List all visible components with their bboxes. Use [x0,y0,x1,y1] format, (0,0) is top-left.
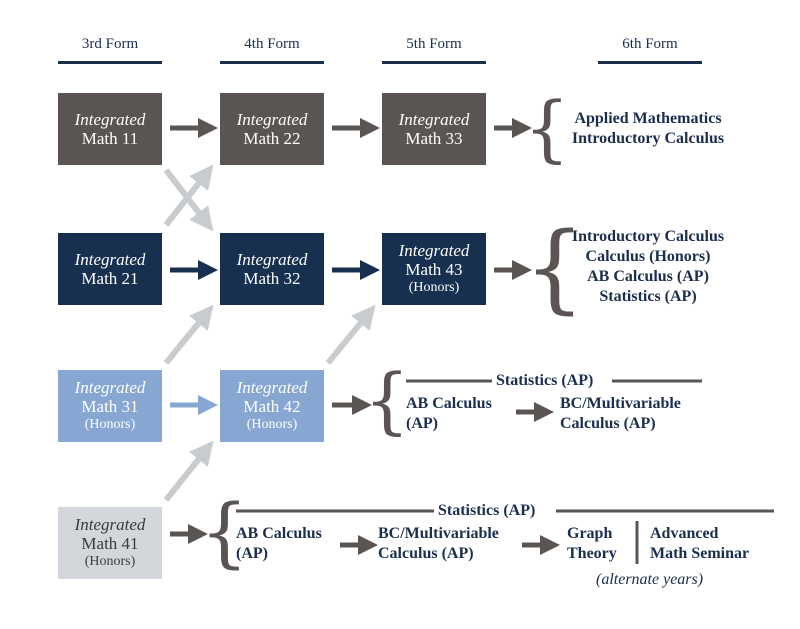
cross-21-22 [163,164,214,227]
course-label: Integrated [236,250,308,269]
course-number: Math 21 [81,269,139,288]
sixth-form-options-row1: Applied Mathematics Introductory Calculu… [556,109,740,149]
header-4th-form: 4th Form [244,36,300,52]
honors-label: (Honors) [408,280,460,295]
course-label: Integrated [74,515,146,534]
course-integrated-math-43: Integrated Math 43 (Honors) [382,233,486,305]
header-6th-form: 6th Form [622,36,678,52]
header-5th-form: 5th Form [406,36,462,52]
course-label: Integrated [398,241,470,260]
course-label: Integrated [236,110,308,129]
row3-statistics: Statistics (AP) [496,372,594,389]
row3-ab-line2: (AP) [406,415,438,432]
header-underline [598,61,702,64]
course-number: Math 33 [405,129,463,148]
course-label: Integrated [74,110,146,129]
course-integrated-math-41: Integrated Math 41 (Honors) [58,507,162,579]
sixth-form-options-row2: Introductory Calculus Calculus (Honors) … [556,227,740,307]
course-number: Math 22 [243,129,301,148]
honors-label: (Honors) [246,417,298,432]
row4-ab-line1: AB Calculus [236,525,322,542]
option-calculus-honors: Calculus (Honors) [585,248,711,265]
brace-row2: { [524,212,586,324]
course-label: Integrated [74,250,146,269]
course-integrated-math-32: Integrated Math 32 [220,233,324,305]
header-underline [58,61,162,64]
adv-line1: Advanced [650,525,719,542]
row3-bc-line1: BC/Multivariable [560,395,681,412]
header-underline [220,61,324,64]
row4-advanced-math-seminar: Advanced Math Seminar [650,524,749,564]
option-ab-calculus-ap: AB Calculus (AP) [587,268,709,285]
course-number: Math 11 [81,129,139,148]
header-3rd-form: 3rd Form [81,36,139,52]
course-label: Integrated [236,378,308,397]
graph-line2: Theory [567,545,617,562]
row4-bc-line2: Calculus (AP) [378,545,474,562]
course-integrated-math-31: Integrated Math 31 (Honors) [58,370,162,442]
brace-row4: { [200,487,249,576]
course-number: Math 42 [243,397,301,416]
course-integrated-math-42: Integrated Math 42 (Honors) [220,370,324,442]
course-integrated-math-21: Integrated Math 21 [58,233,162,305]
course-number: Math 43 [405,260,463,279]
honors-label: (Honors) [84,554,136,569]
row4-bc-calculus: BC/Multivariable Calculus (AP) [378,524,499,564]
course-number: Math 32 [243,269,301,288]
row4-ab-line2: (AP) [236,545,268,562]
diag-31-32 [163,304,214,365]
row4-ab-calculus: AB Calculus (AP) [236,524,322,564]
option-applied-mathematics: Applied Mathematics [574,110,722,127]
option-introductory-calculus: Introductory Calculus [571,130,725,147]
course-integrated-math-22: Integrated Math 22 [220,93,324,165]
course-label: Integrated [74,378,146,397]
course-label: Integrated [398,110,470,129]
row4-statistics: Statistics (AP) [438,502,536,519]
alternate-years-note: (alternate years) [596,571,704,588]
course-number: Math 41 [81,534,139,553]
brace-row3: { [364,358,410,442]
diag-41-42 [163,440,214,502]
row4-graph-theory: Graph Theory [567,524,617,564]
row3-ab-calculus: AB Calculus (AP) [406,394,492,434]
course-number: Math 31 [81,397,139,416]
option-statistics-ap: Statistics (AP) [599,288,697,305]
graph-line1: Graph [567,525,613,542]
row3-ab-line1: AB Calculus [406,395,492,412]
row3-bc-calculus: BC/Multivariable Calculus (AP) [560,394,681,434]
brace-row1: { [524,86,570,170]
diag-42-43 [325,304,376,365]
course-integrated-math-11: Integrated Math 11 [58,93,162,165]
row3-bc-line2: Calculus (AP) [560,415,656,432]
adv-line2: Math Seminar [650,545,750,562]
header-underline [382,61,486,64]
honors-label: (Honors) [84,417,136,432]
option-introductory-calculus: Introductory Calculus [571,228,725,245]
course-integrated-math-33: Integrated Math 33 [382,93,486,165]
row4-bc-line1: BC/Multivariable [378,525,499,542]
